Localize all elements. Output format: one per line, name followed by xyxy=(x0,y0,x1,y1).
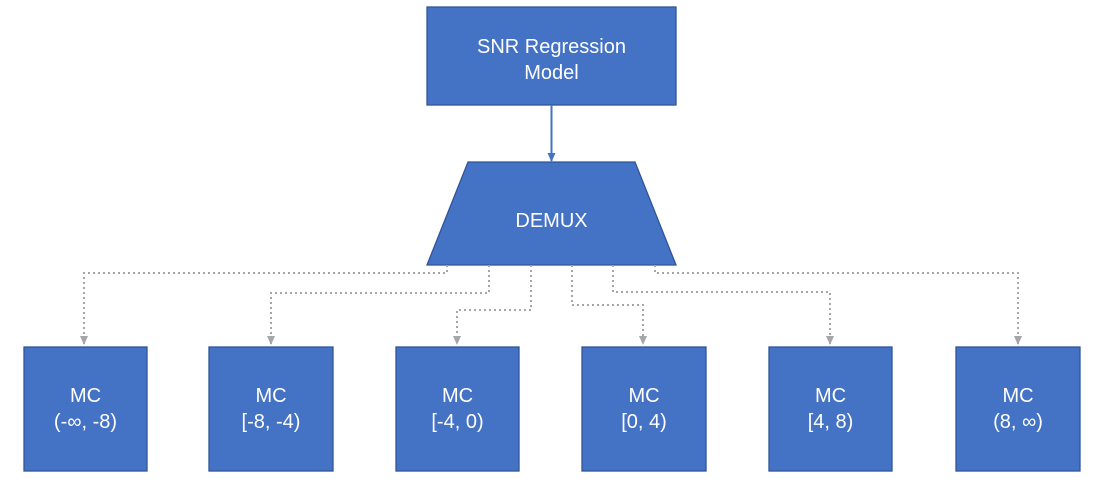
classifier-5-title: MC xyxy=(1002,385,1033,407)
classifier-box-2: MC [-4, 0) xyxy=(395,346,520,472)
regression-model-box: SNR Regression Model xyxy=(426,6,677,106)
connector-1 xyxy=(267,265,490,345)
demux-label: DEMUX xyxy=(515,210,587,232)
classifier-0-range: (-∞, -8) xyxy=(54,411,117,433)
classifier-4-title: MC xyxy=(815,385,846,407)
classifier-1-title: MC xyxy=(255,385,286,407)
classifier-4-range: [4, 8) xyxy=(808,411,854,433)
classifier-2-range: [-4, 0) xyxy=(431,411,483,433)
classifier-3-range: [0, 4) xyxy=(621,411,667,433)
connector-4 xyxy=(612,265,834,345)
classifier-box-4: MC [4, 8) xyxy=(768,346,893,472)
classifier-1-range: [-8, -4) xyxy=(242,411,301,433)
classifier-box-1: MC [-8, -4) xyxy=(208,346,334,472)
regression-model-line2: Model xyxy=(524,62,578,84)
demux-block: DEMUX xyxy=(426,161,677,266)
demux-connectors xyxy=(80,265,1022,345)
connector-2 xyxy=(453,265,532,345)
connector-0 xyxy=(80,265,448,345)
classifier-0-title: MC xyxy=(70,385,101,407)
classifier-box-5: MC (8, ∞) xyxy=(955,346,1081,472)
regression-model-line1: SNR Regression xyxy=(477,36,626,58)
classifier-2-title: MC xyxy=(442,385,473,407)
connector-3 xyxy=(571,265,647,345)
classifier-box-3: MC [0, 4) xyxy=(581,346,707,472)
classifier-5-range: (8, ∞) xyxy=(993,411,1043,433)
connector-5 xyxy=(654,265,1022,345)
classifier-3-title: MC xyxy=(628,385,659,407)
classifier-box-0: MC (-∞, -8) xyxy=(23,346,148,472)
